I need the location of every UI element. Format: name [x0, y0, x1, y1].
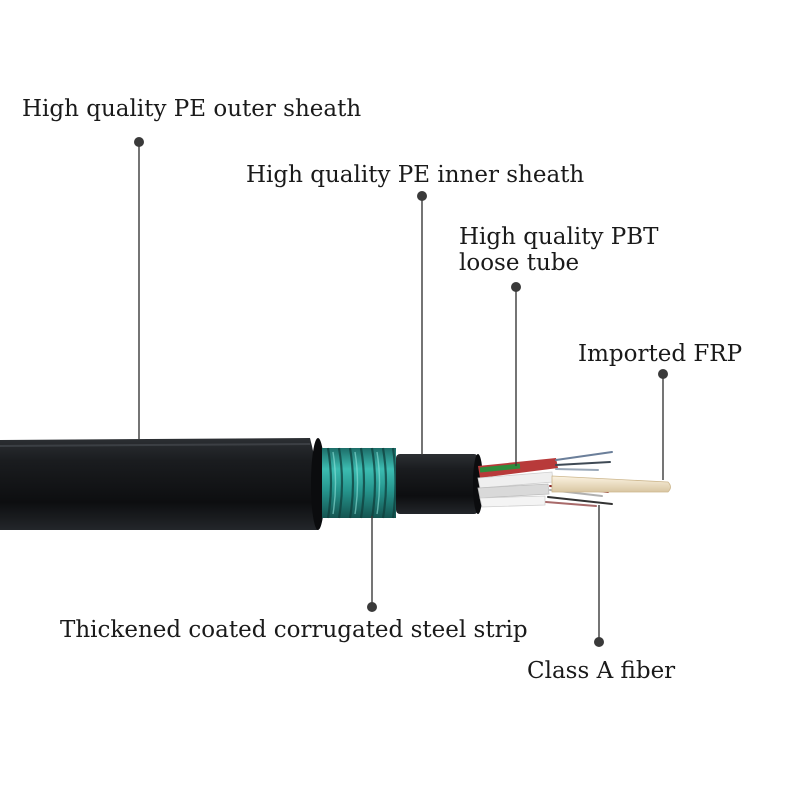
- frp-rod: [551, 475, 671, 493]
- outer-sheath: [0, 438, 319, 530]
- leader-dots: [134, 137, 668, 647]
- label-frp: Imported FRP: [578, 341, 743, 367]
- label-outer-sheath: High quality PE outer sheath: [22, 96, 362, 122]
- label-steel-strip: Thickened coated corrugated steel strip: [60, 617, 528, 643]
- leader-lines: [138, 142, 664, 642]
- inner-sheath: [396, 454, 478, 514]
- steel-corrugations: [326, 447, 397, 519]
- label-fiber: Class A fiber: [527, 658, 676, 684]
- outer-sheath-end: [311, 438, 325, 530]
- label-loose-tube-line1: High quality PBT: [459, 224, 659, 250]
- loose-tubes: [477, 458, 558, 508]
- label-inner-sheath: High quality PE inner sheath: [246, 162, 585, 188]
- label-loose-tube: High quality PBT loose tube: [459, 224, 659, 276]
- label-loose-tube-line2: loose tube: [459, 250, 580, 276]
